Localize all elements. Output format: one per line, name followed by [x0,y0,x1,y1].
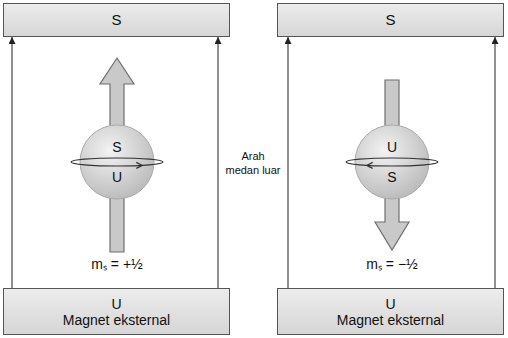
pole-letter: U [112,169,122,185]
pole-letter: U [111,296,121,312]
field-line [288,37,289,288]
pole-letter: S [385,12,395,28]
rotation-ellipse [71,158,163,166]
spin-quantum-number: mₛ = +½ [67,256,167,274]
pole-letter: S [387,169,396,185]
rotation-arrowhead [367,162,373,168]
pole-letter: S [112,139,121,155]
field-line [495,37,496,288]
spin-quantum-number: mₛ = −½ [342,256,442,274]
pole-letter: Magnet eksternal [337,312,444,328]
sphere-body [80,125,154,199]
sphere-outline [331,101,453,223]
magnet-pole-box: S [3,3,230,37]
field-line [218,37,219,288]
field-line [12,37,13,288]
external-magnet-box: UMagnet eksternal [3,288,230,335]
pole-letter: U [387,139,397,155]
field-direction-label: Arah medan luar [224,150,282,178]
magnet-pole-box: S [277,3,504,37]
rotation-arrowhead [136,162,142,168]
pole-letter: U [385,296,395,312]
sphere-outline [56,101,178,223]
electron-sphere: US [355,125,429,199]
pole-letter: Magnet eksternal [63,312,170,328]
electron-sphere: SU [80,125,154,199]
external-magnet-box: UMagnet eksternal [277,288,504,335]
rotation-ellipse [346,158,438,166]
sphere-body [355,125,429,199]
pole-letter: S [111,12,121,28]
